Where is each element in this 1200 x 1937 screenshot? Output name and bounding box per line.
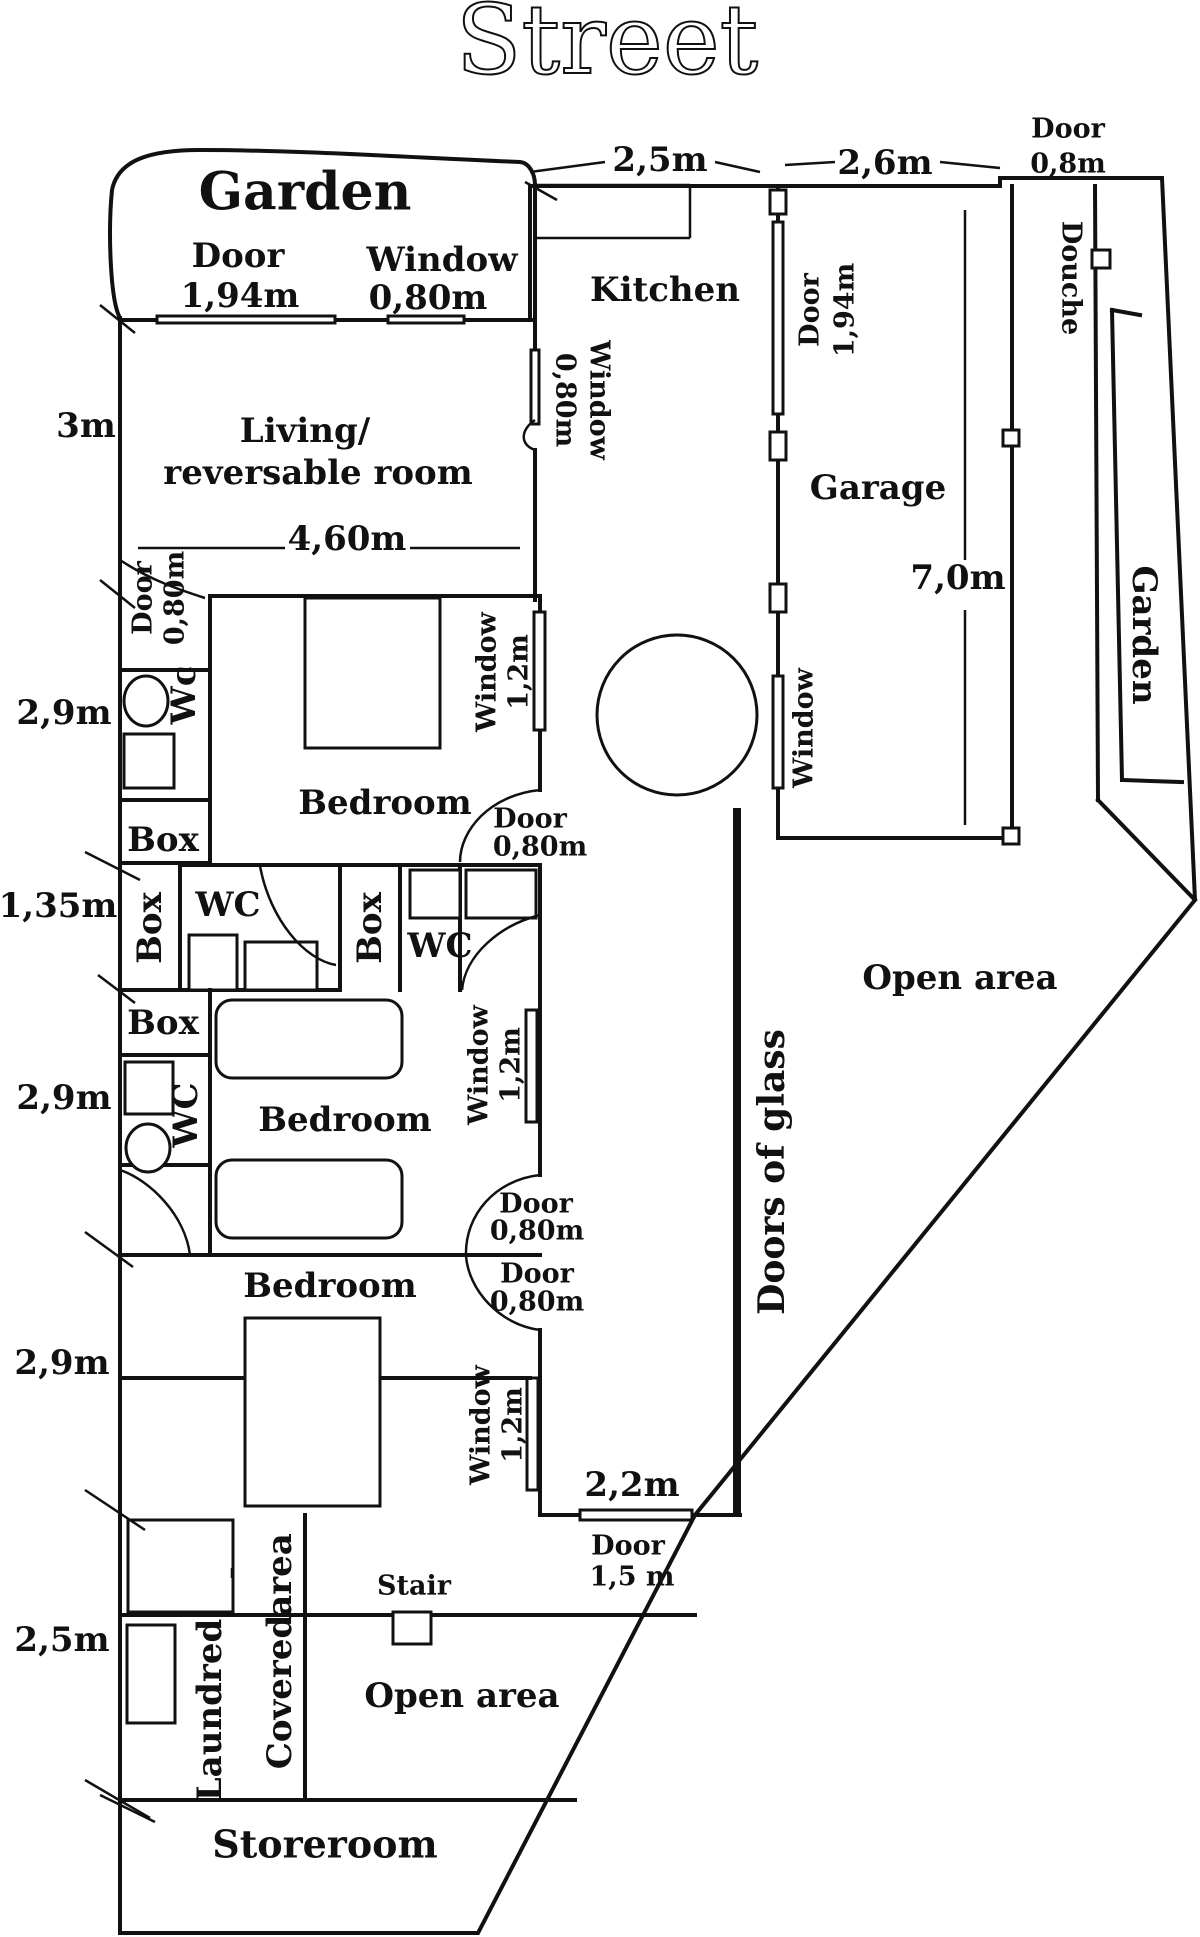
label-door-garage-size: 1,94m: [830, 263, 861, 357]
dim-left-2: 2,9m: [16, 693, 111, 733]
label-door-bed2: Door: [499, 1189, 573, 1220]
label-open-area-bottom: Open area: [364, 1676, 559, 1716]
interior-walls: [118, 183, 1198, 1802]
label-door-bed3: Door: [500, 1259, 574, 1290]
dimension-labels: 2,5m 2,6m 4,60m 7,0m 2,2m 3m 2,9m 1,35m …: [0, 140, 1006, 1660]
label-doors-of-glass: Doors of glass: [751, 1029, 793, 1315]
label-box-3: Box: [127, 1003, 199, 1043]
garden-top-openings: [118, 314, 537, 325]
label-wc-1: Wc: [164, 666, 204, 726]
label-covered-2: area: [260, 1533, 300, 1617]
label-door-top-right: Door: [1031, 114, 1105, 145]
label-garden-top: Garden: [199, 162, 412, 223]
dim-left-6: 2,5m: [14, 1620, 109, 1660]
label-window-garden: Window: [366, 240, 519, 280]
label-wc-4: WC: [166, 1082, 206, 1148]
label-window-bed1-size: 1,2m: [504, 634, 535, 710]
dim-left-1: 3m: [56, 406, 116, 446]
label-door-bed3-size: 0,80m: [490, 1287, 584, 1318]
label-window-garage-side: Window: [789, 667, 820, 789]
left-dimension-ticks: [84, 304, 156, 1824]
room-labels: Garden Kitchen Living/ reversable room G…: [127, 162, 1164, 1867]
dim-top-kitchen: 2,5m: [612, 140, 707, 180]
dim-top-garage: 2,6m: [837, 143, 932, 183]
label-door-living: Door: [128, 560, 159, 634]
label-covered-1: Covered: [260, 1615, 300, 1769]
dim-left-4: 2,9m: [16, 1078, 111, 1118]
label-wc-3: WC: [406, 926, 472, 966]
label-window-garden-size: 0,80m: [369, 278, 488, 318]
label-window-kitchen-size: 0,80m: [550, 353, 581, 447]
label-window-bed2: Window: [464, 1004, 495, 1126]
dim-living-width: 4,60m: [288, 519, 407, 559]
label-living-1: Living/: [240, 411, 371, 451]
label-window-bed1: Window: [472, 611, 503, 733]
label-living-2: reversable room: [163, 453, 472, 493]
label-window-bed3: Window: [466, 1364, 497, 1486]
label-door-bed1: Door: [493, 804, 567, 835]
label-door-bed2-size: 0,80m: [490, 1216, 584, 1247]
label-bedroom-1: Bedroom: [298, 783, 471, 823]
label-laundred: Laundred: [190, 1619, 230, 1801]
label-box-1: Box: [127, 820, 199, 860]
label-window-bed2-size: 1,2m: [496, 1027, 527, 1103]
label-box-4: Box: [350, 891, 390, 963]
label-stair: Stair: [377, 1571, 452, 1602]
label-window-bed3-size: 1,2m: [498, 1387, 529, 1463]
label-open-area-right: Open area: [862, 958, 1057, 998]
label-window-kitchen: Window: [584, 339, 615, 461]
label-garden-right: Garden: [1124, 565, 1164, 704]
label-wc-2: WC: [194, 885, 260, 925]
label-garage: Garage: [810, 468, 946, 508]
label-bedroom-3: Bedroom: [243, 1266, 416, 1306]
label-douche: Douche: [1056, 221, 1087, 335]
dim-garage-length: 7,0m: [910, 558, 1005, 598]
label-box-2: Box: [130, 891, 170, 963]
dim-left-3: 1,35m: [0, 886, 117, 926]
dim-corridor: 2,2m: [584, 1465, 679, 1505]
label-door-garage: Door: [795, 272, 826, 346]
label-storeroom: Storeroom: [212, 1822, 437, 1867]
door-swings: [119, 418, 541, 1332]
label-kitchen: Kitchen: [590, 270, 740, 310]
round-feature: [595, 633, 759, 797]
label-door-top-right-size: 0,8m: [1030, 149, 1106, 180]
dim-left-5: 2,9m: [14, 1343, 109, 1383]
opening-labels: Door 1,94m Window 0,80m Door 0,8m Door 0…: [128, 114, 1106, 1593]
label-door-bed1-size: 0,80m: [493, 832, 587, 863]
label-bedroom-2: Bedroom: [258, 1100, 431, 1140]
top-dimension-lines: [524, 160, 1001, 240]
label-door-open: Door: [591, 1531, 665, 1562]
label-door-open-size: 1,5 m: [590, 1562, 675, 1593]
street-title: Street: [456, 0, 758, 96]
label-door-garden-size: 1,94m: [181, 276, 300, 316]
label-door-living-size: 0,80m: [160, 551, 191, 645]
label-door-garden: Door: [192, 236, 286, 276]
